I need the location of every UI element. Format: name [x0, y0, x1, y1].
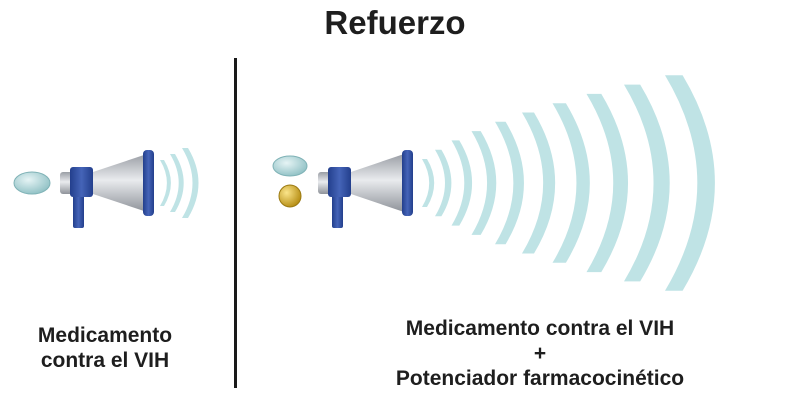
megaphone-ring	[70, 167, 93, 197]
sound-wave-arc	[170, 154, 184, 212]
sound-waves-right	[422, 75, 715, 291]
caption-left-line-2: contra el VIH	[40, 349, 170, 372]
sound-wave-arc	[552, 103, 590, 263]
megaphone-rim	[402, 150, 413, 216]
megaphone-handle	[73, 188, 84, 228]
sound-wave-arc	[471, 131, 497, 235]
left-panel	[13, 148, 199, 228]
sound-wave-arc	[422, 159, 435, 207]
megaphone-ring	[328, 167, 351, 197]
megaphone-right	[318, 150, 413, 228]
megaphone-handle	[332, 188, 343, 228]
megaphone-mouthpiece	[318, 172, 331, 194]
sound-wave-arc	[451, 140, 473, 226]
caption-right-line-1: Medicamento contra el VIH	[405, 317, 675, 340]
sound-wave-arc	[665, 75, 715, 291]
right-panel	[272, 75, 715, 291]
sound-wave-arc	[522, 112, 556, 254]
caption-right-plus: +	[533, 342, 547, 365]
diagram-title: Refuerzo	[324, 4, 466, 41]
megaphone-cone	[351, 154, 404, 212]
caption-left-line-1: Medicamento	[37, 324, 173, 347]
sound-wave-arc	[160, 160, 171, 206]
booster-pill	[278, 184, 302, 208]
panel-divider	[234, 58, 237, 388]
megaphone-mouthpiece	[60, 172, 73, 194]
sound-wave-arc	[586, 93, 629, 273]
megaphone-rim	[143, 150, 154, 216]
caption-left: Medicamento contra el VIH	[0, 323, 210, 373]
sound-wave-arc	[624, 84, 670, 282]
megaphone-cone	[93, 154, 147, 212]
caption-right: Medicamento contra el VIH + Potenciador …	[340, 316, 740, 391]
megaphone-left	[60, 150, 154, 228]
hiv-drug-pill-right	[272, 155, 308, 177]
sound-wave-arc	[182, 148, 199, 218]
sound-wave-arc	[495, 121, 524, 245]
caption-right-line-3: Potenciador farmacocinético	[395, 367, 685, 390]
sound-waves-left	[160, 148, 199, 218]
sound-wave-arc	[435, 149, 452, 217]
hiv-drug-pill-left	[13, 171, 51, 195]
